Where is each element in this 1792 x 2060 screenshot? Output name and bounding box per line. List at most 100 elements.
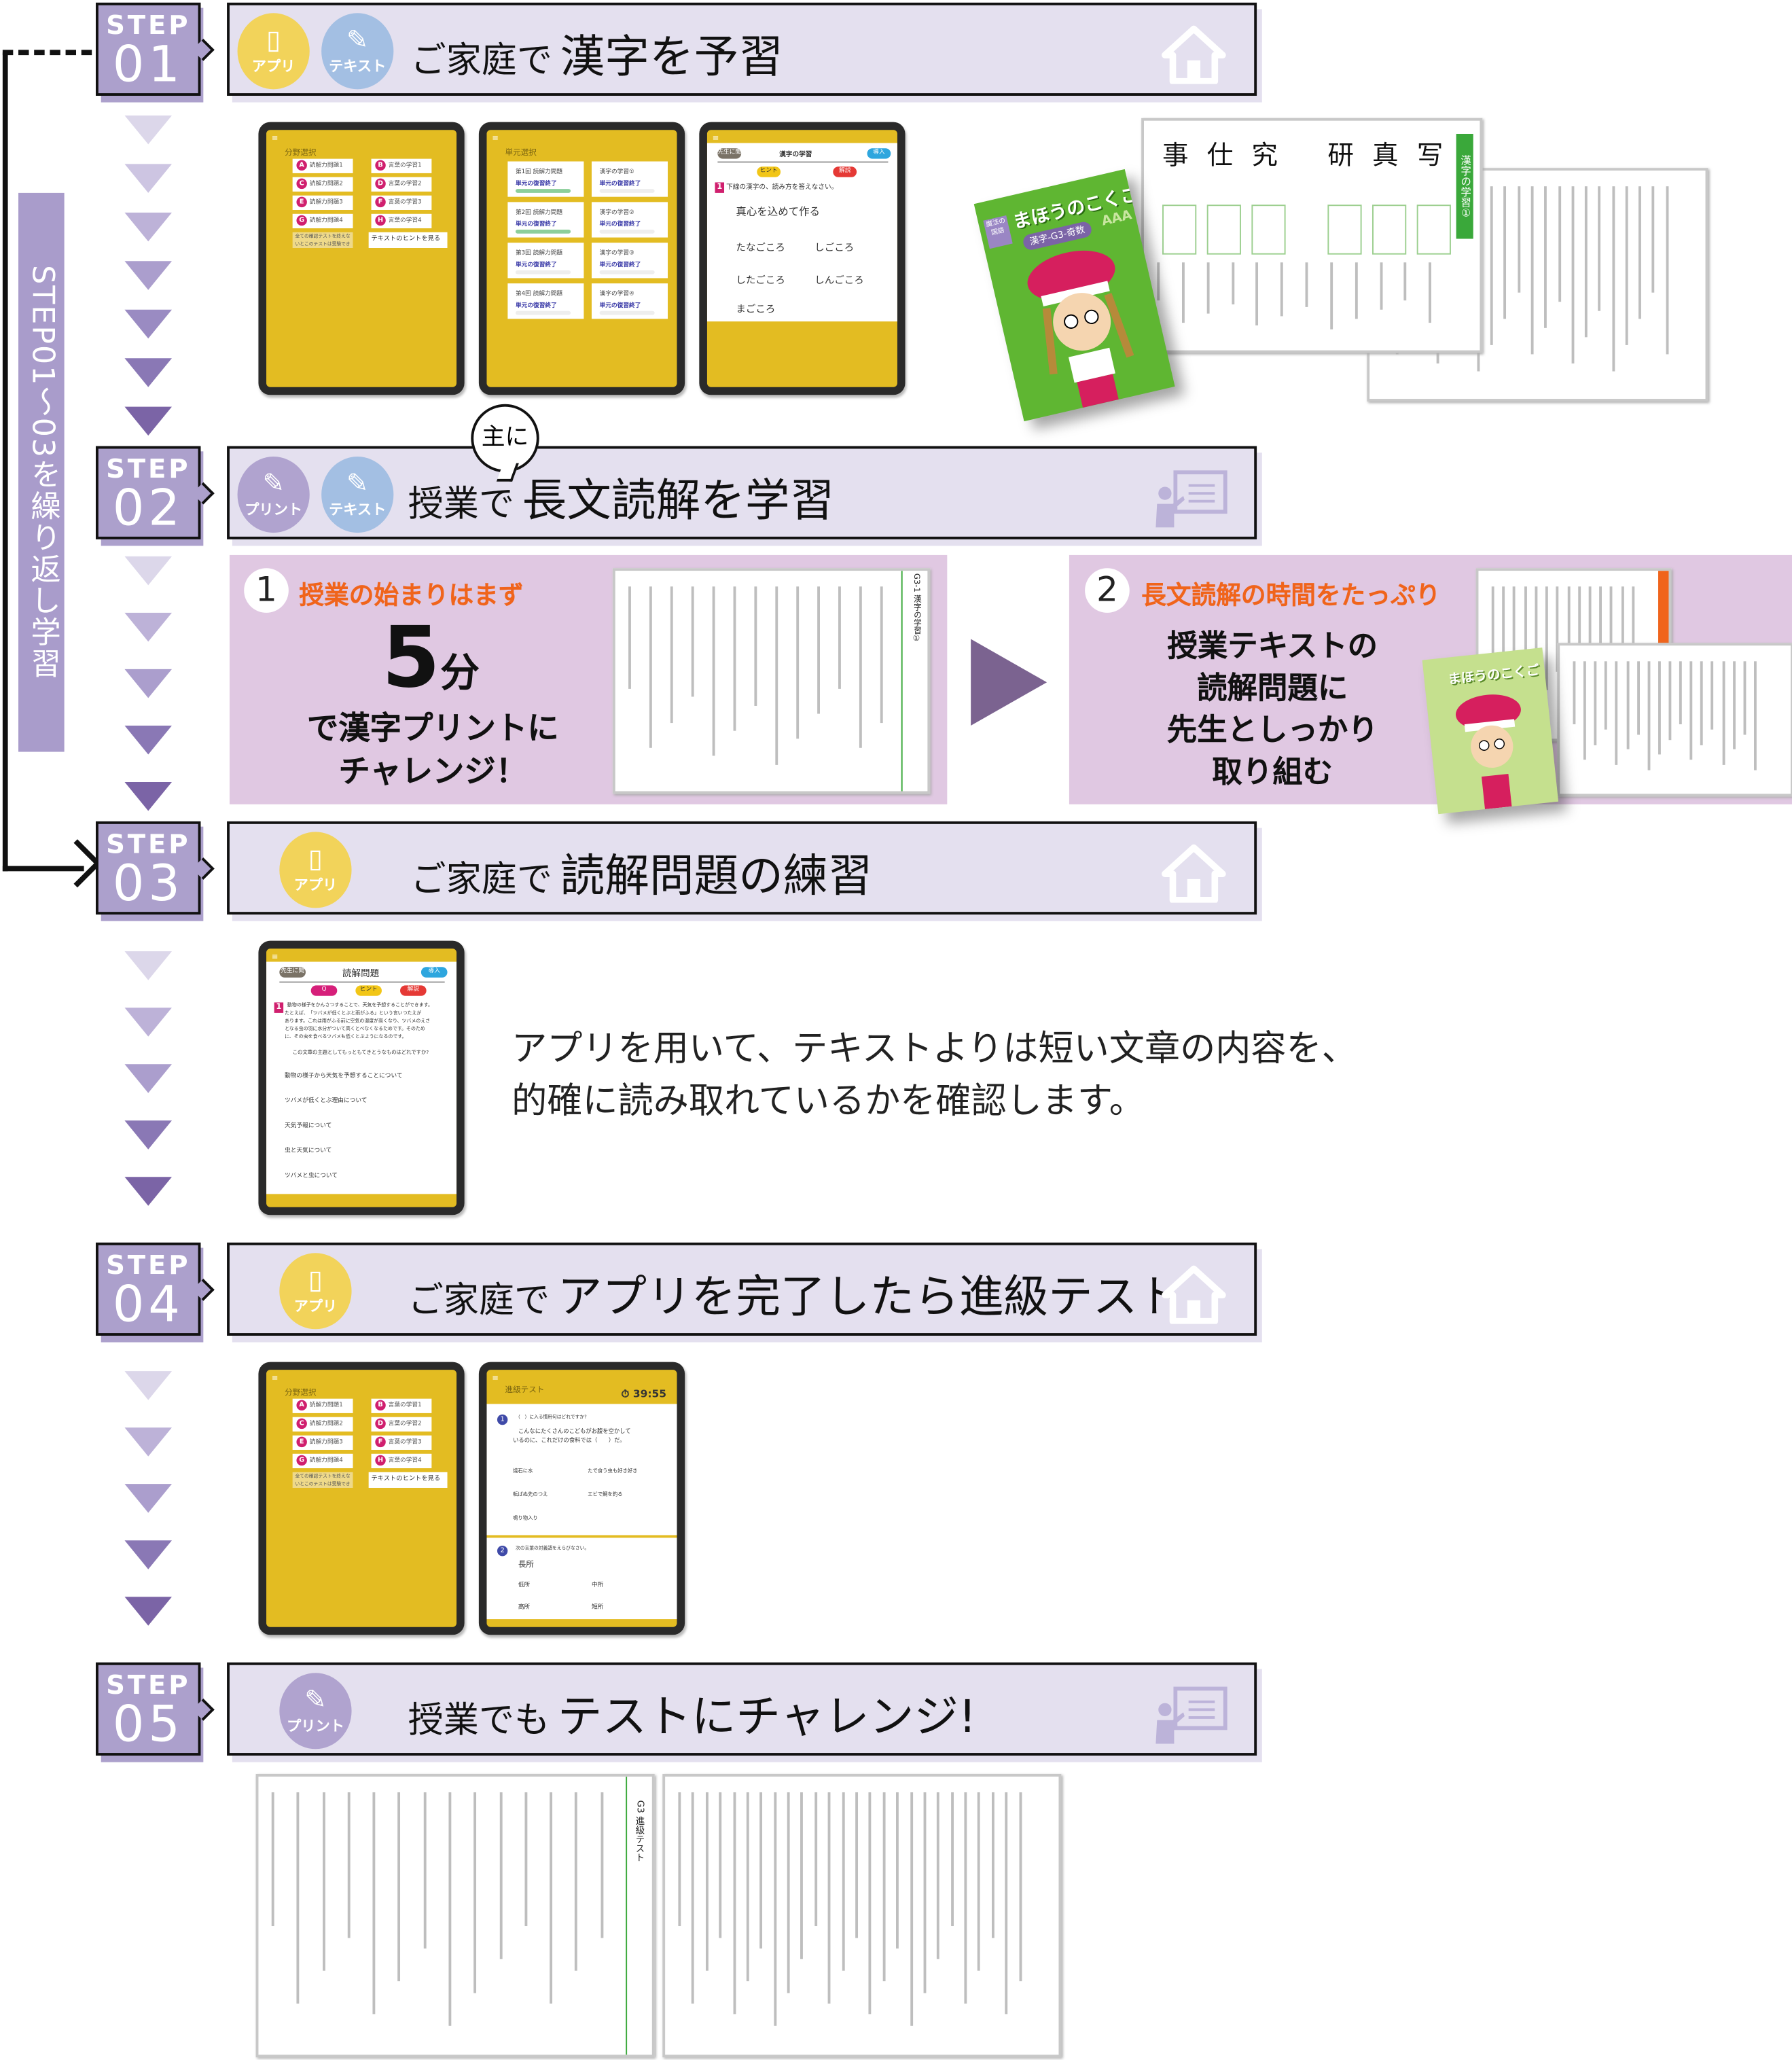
- choice[interactable]: 天気予報について: [285, 1123, 332, 1130]
- hint-button[interactable]: ヒント: [355, 985, 382, 996]
- text-column: [773, 1792, 776, 2026]
- panel-reading-class: 2 長文読解の時間をたっぷり 授業テキストの 読解問題に 先生としっかり 取り組…: [1069, 554, 1792, 815]
- ask-teacher-button[interactable]: 先生に聞く: [717, 148, 742, 167]
- text-column: [296, 1792, 300, 2004]
- progress-bar: [515, 270, 571, 274]
- unit-card[interactable]: 第4回 読解力問題単元の復習終了: [507, 283, 584, 319]
- choice[interactable]: 焼石に水: [513, 1467, 533, 1474]
- choice[interactable]: ツバメと虫について: [285, 1173, 338, 1180]
- text-column: [754, 586, 757, 706]
- enter-button[interactable]: 導入: [420, 967, 448, 978]
- text-column: [1598, 186, 1601, 311]
- choice[interactable]: 高所: [518, 1604, 531, 1612]
- text-column: [896, 1792, 899, 1949]
- chevron-down-icon: [124, 164, 172, 193]
- unit-card[interactable]: 第2回 読解力問題単元の復習終了: [507, 202, 584, 238]
- chevron-down-icon: [124, 1008, 172, 1037]
- hint-button[interactable]: テキストのヒントを見る: [368, 232, 448, 248]
- text-column: [1594, 661, 1597, 745]
- step-header-04: ▯アプリ ご家庭でアプリを完了したら進級テスト: [227, 1242, 1262, 1343]
- ask-teacher-button[interactable]: 先生に聞く: [279, 967, 306, 985]
- teacher-icon: [1155, 470, 1227, 528]
- step-title-main: アプリを完了したら進級テスト: [557, 1271, 1183, 1324]
- choice[interactable]: ツバメが低くとぶ理由について: [285, 1098, 368, 1105]
- tablet-reading-question: ≡ 先生に聞く 読解問題 導入 Q ヒント 解説 1 動物の様子をかんさつするこ…: [258, 940, 465, 1215]
- hint-button[interactable]: テキストのヒントを見る: [368, 1472, 448, 1488]
- text-label: テキスト: [329, 501, 387, 518]
- choice[interactable]: したごころ: [736, 274, 785, 287]
- question-title: 読解問題: [342, 968, 380, 979]
- explain-button[interactable]: 解説: [400, 985, 427, 996]
- print-icon: ✎: [304, 1683, 327, 1716]
- panel-text: 先生としっかり: [1166, 713, 1378, 748]
- choice[interactable]: まごころ: [736, 303, 776, 315]
- unit-title: 漢字の学習②: [599, 209, 634, 217]
- enter-button[interactable]: 導入: [867, 148, 891, 159]
- text-column: [1605, 661, 1608, 730]
- step-word: STEP: [106, 828, 191, 859]
- unit-card[interactable]: 第3回 読解力問題単元の復習終了: [507, 243, 584, 279]
- step-title-prefix: ご家庭で: [408, 1280, 550, 1321]
- choice[interactable]: エビで鯛を釣る: [588, 1490, 623, 1497]
- text-column: [1429, 262, 1432, 323]
- character-illustration: [1455, 694, 1521, 810]
- question-tab[interactable]: Q: [310, 985, 338, 996]
- explain-button[interactable]: 解説: [833, 166, 857, 177]
- repeat-label: STEP01〜03を繰り返し学習: [18, 192, 65, 752]
- text-column: [692, 1792, 695, 2004]
- progress-bar: [515, 189, 571, 193]
- question-word: 長所: [518, 1560, 535, 1569]
- text-column: [950, 1792, 954, 1927]
- chevron-down-icon: [124, 1484, 172, 1513]
- choice[interactable]: たで食う虫も好き好き: [588, 1467, 638, 1474]
- step-header-01: ▯アプリ ✎テキスト ご家庭で漢字を予習: [227, 2, 1262, 103]
- teacher-icon: [1155, 1686, 1227, 1744]
- unit-card[interactable]: 第1回 読解力問題単元の復習終了: [507, 161, 584, 197]
- choice[interactable]: しんごころ: [814, 274, 864, 287]
- question-text: この文章の主題としてもっともてきとうなものはどれですか?: [292, 1048, 429, 1055]
- text-column: [1599, 586, 1602, 660]
- choice[interactable]: 中所: [591, 1582, 604, 1589]
- panel-text: 授業テキストの: [1167, 629, 1378, 664]
- choice[interactable]: 低所: [518, 1582, 531, 1589]
- step-title: 授業で長文読解を学習: [408, 465, 835, 529]
- step-title: ご家庭でアプリを完了したら進級テスト: [408, 1261, 1182, 1326]
- step-title: 授業でもテストにチャレンジ!: [408, 1681, 977, 1745]
- choice[interactable]: 転ばぬ先のつえ: [513, 1490, 548, 1497]
- choice[interactable]: しごころ: [814, 241, 855, 253]
- choice[interactable]: 短所: [591, 1604, 604, 1612]
- choice[interactable]: 鳴り物入り: [513, 1514, 538, 1521]
- chevron-down-icon: [124, 1371, 172, 1400]
- text-column: [705, 1792, 709, 1971]
- hint-button[interactable]: ヒント: [757, 166, 781, 177]
- text-column: [838, 586, 841, 690]
- choice[interactable]: 虫と天気について: [285, 1148, 332, 1155]
- text-column: [1588, 586, 1592, 679]
- choice[interactable]: たなごころ: [736, 241, 785, 253]
- question-text: 真心を込めて作る: [736, 206, 820, 218]
- choice[interactable]: 動物の様子から天気を予想することについて: [285, 1073, 403, 1080]
- text-column: [1625, 186, 1628, 346]
